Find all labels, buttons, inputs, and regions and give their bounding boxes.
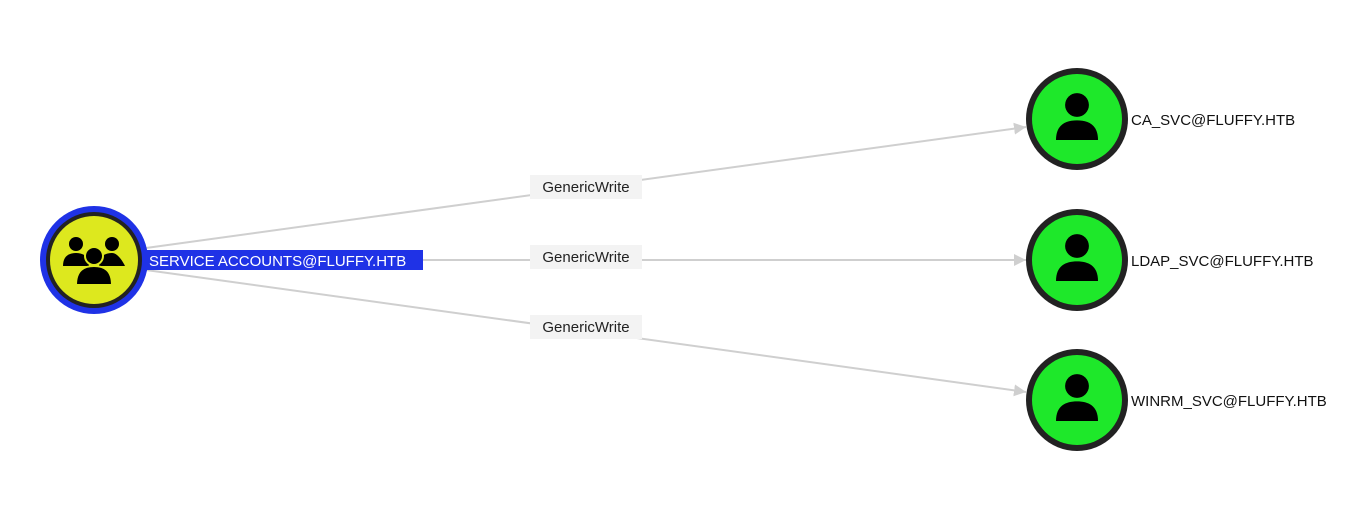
node-winrm-svc[interactable]: WINRM_SVC@FLUFFY.HTB [1026,349,1327,451]
node-ldap-svc[interactable]: LDAP_SVC@FLUFFY.HTB [1026,209,1314,311]
users-icon [63,237,125,286]
edge-label: GenericWrite [542,249,629,266]
node-service-accounts[interactable]: SERVICE ACCOUNTS@FLUFFY.HTB [40,206,423,314]
node-label: SERVICE ACCOUNTS@FLUFFY.HTB [149,253,406,270]
edge-ldap-svc[interactable]: GenericWrite [420,245,1026,269]
edge-winrm-svc[interactable]: GenericWrite [145,269,1027,397]
node-ca-svc[interactable]: CA_SVC@FLUFFY.HTB [1026,68,1295,170]
node-label: WINRM_SVC@FLUFFY.HTB [1131,393,1327,410]
node-label: CA_SVC@FLUFFY.HTB [1131,112,1295,129]
edge-label: GenericWrite [542,179,629,196]
edge-label: GenericWrite [542,319,629,336]
edge-ca-svc[interactable]: GenericWrite [145,122,1027,249]
node-label: LDAP_SVC@FLUFFY.HTB [1131,253,1314,270]
